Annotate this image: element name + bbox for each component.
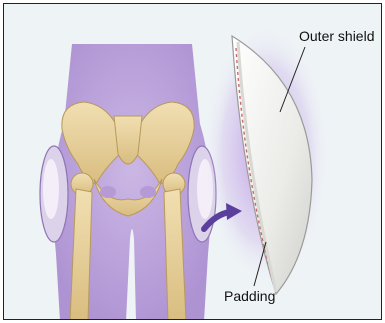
obturator-left xyxy=(100,186,116,198)
obturator-right xyxy=(140,186,156,198)
outer-shield-label: Outer shield xyxy=(299,28,374,44)
padding-label: Padding xyxy=(224,288,275,304)
hip-pad-left xyxy=(40,146,68,242)
hip-protector-illustration xyxy=(4,4,382,320)
diagram-frame: Outer shield Padding xyxy=(3,3,382,320)
